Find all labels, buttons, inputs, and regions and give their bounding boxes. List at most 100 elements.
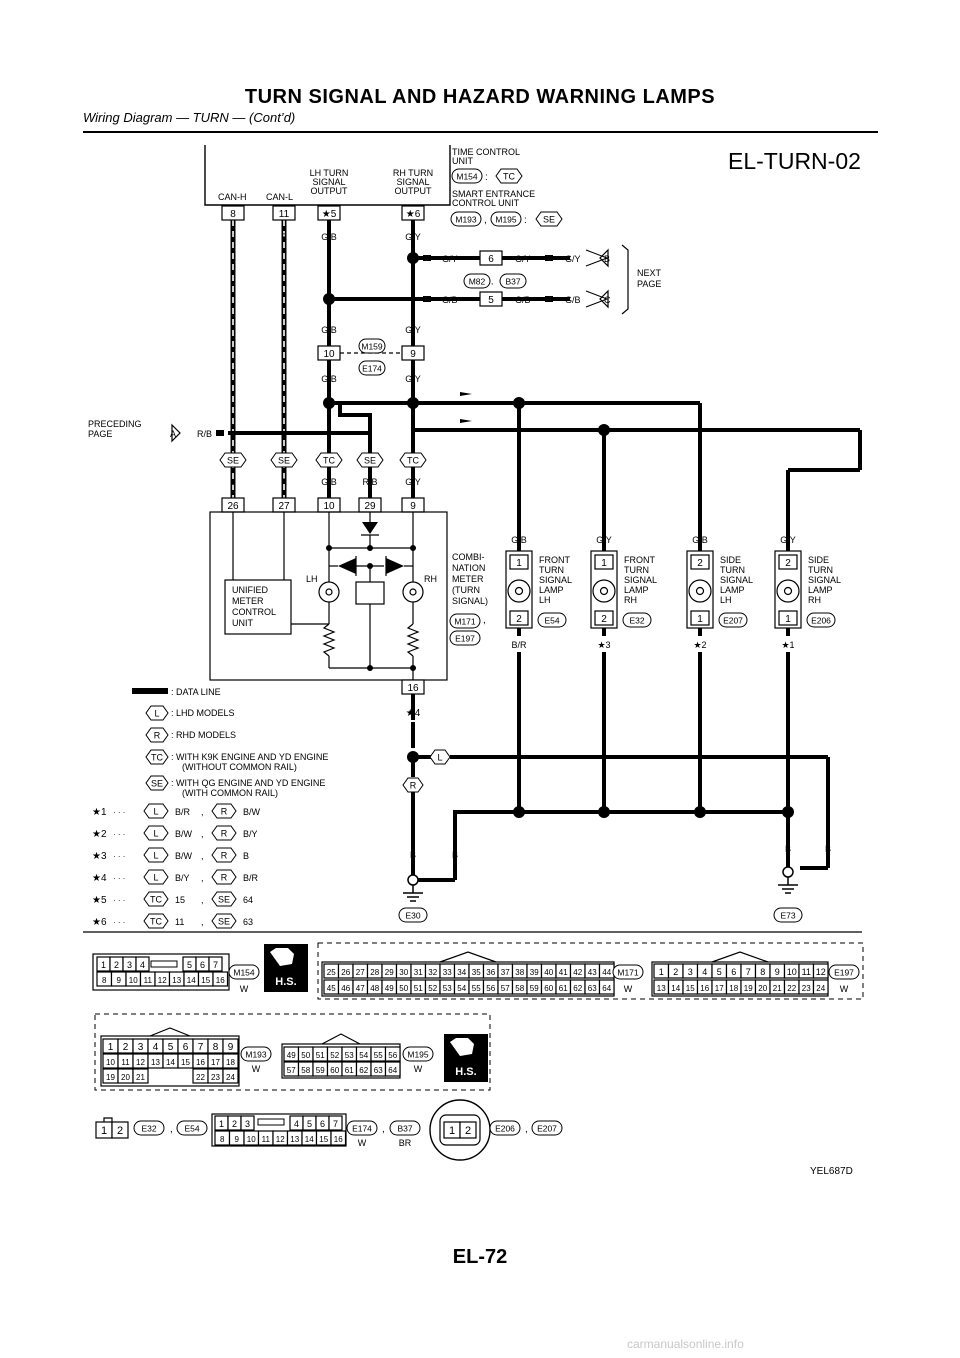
unit-pin-box (401, 205, 425, 221)
conn-cell-label: 23 (211, 1073, 220, 1082)
diagram-label: , (201, 829, 204, 839)
unit-pin-rh-label: OUTPUT (395, 186, 433, 196)
wire-color-label: G/B (692, 535, 708, 545)
conn-cell-label: 62 (359, 1066, 368, 1075)
connector-e174-id-label: E174 (362, 364, 382, 374)
star-note-tag-label: L (153, 807, 158, 817)
connector-b37-id (499, 273, 527, 289)
unit-pin-box (317, 205, 341, 221)
conn-cell-label: 9 (235, 1135, 240, 1144)
conn-cell (459, 1121, 477, 1139)
star-note-value: 15 (175, 895, 185, 905)
conn-cell-label: 51 (414, 984, 423, 993)
lamp-pin-box-label: 2 (601, 614, 607, 625)
meter-pin-box-label: 27 (278, 501, 290, 512)
lamp-name-label: TURN (624, 565, 649, 575)
lamp-pin-box (690, 610, 710, 626)
lh-indicator-bulb-icon (318, 581, 340, 603)
conn-cell-label: 42 (573, 968, 582, 977)
conn-cell-label: 43 (588, 968, 597, 977)
splice (513, 397, 525, 409)
connector-m193-code-label: M193 (245, 1050, 267, 1060)
lamp-connector-id-label: E206 (811, 616, 831, 626)
conn-cell-label: 46 (341, 984, 350, 993)
conn-cell-label: 2 (117, 1125, 123, 1137)
unit-pin-box (272, 205, 296, 221)
conn-cell-label: 16 (196, 1058, 205, 1067)
star-note-dots: · · · (113, 852, 125, 861)
conn-cell-label: 40 (544, 968, 553, 977)
conn-cell-label: 26 (341, 968, 350, 977)
conn-cell-label: 52 (330, 1051, 339, 1060)
preceding-arrow (171, 423, 181, 443)
harness-icon (450, 1038, 474, 1056)
connector-m193-id-label: M193 (455, 215, 477, 225)
connector-e197-face (651, 961, 829, 997)
splice-g-y (407, 252, 419, 264)
star-note-value: B/W (175, 829, 193, 839)
turn-lamp-bulb-icon (592, 579, 616, 603)
lamp-name-label: SIDE (808, 555, 829, 565)
star-note-tag-label: SE (218, 917, 230, 927)
star-note-tag (211, 913, 237, 929)
connector-color: W (252, 1064, 261, 1074)
conn-cell-label: 8 (220, 1135, 225, 1144)
preceding-a-label: A (170, 429, 176, 439)
star-note-value: B/Y (175, 873, 190, 883)
star-note-tag-label: R (221, 851, 228, 861)
unit-pin-box-label: ★6 (406, 209, 421, 220)
next-page-label: PAGE (637, 279, 661, 289)
connector-m193-id (450, 211, 482, 227)
splice-dot (513, 806, 525, 818)
conn-cell-label: 47 (356, 984, 365, 993)
connector-m159-id-label: M159 (361, 342, 383, 352)
conn-cell-label: 15 (319, 1135, 328, 1144)
conn-cell-label: 5 (168, 1042, 174, 1053)
connector-m159-id (358, 338, 386, 354)
wire-lines (83, 145, 862, 933)
star-note-tag-label: L (153, 873, 158, 883)
conn-cell-label: 10 (247, 1135, 256, 1144)
lamp-pin-box-label: 2 (516, 614, 522, 625)
conn-cell-label: 23 (802, 984, 811, 993)
page-subtitle: Wiring Diagram — TURN — (Cont’d) (83, 110, 296, 125)
conn-cell-label: 15 (181, 1058, 190, 1067)
lamp-name-label: LAMP (808, 585, 833, 595)
star-note-value: 11 (175, 917, 184, 927)
connector-m195-code-label: M195 (407, 1050, 429, 1060)
conn-cell-label: 54 (359, 1051, 368, 1060)
diagram-label: , (201, 807, 204, 817)
option-tag-tc (399, 452, 427, 468)
lamp-name-label: LH (720, 595, 732, 605)
connector-m195-id-label: M195 (495, 215, 517, 225)
legend-tag-r-label: R (154, 731, 161, 741)
conn-cell-label: 24 (816, 984, 825, 993)
harness-icon (270, 948, 294, 966)
conn-cell-label: 22 (787, 984, 796, 993)
connector-e206-code-label: E206 (495, 1124, 515, 1134)
connector-6-box (479, 250, 503, 266)
unit-pin-can-h-label: CAN-H (218, 192, 247, 202)
conn-cell (328, 1115, 343, 1131)
star-note-tag (211, 803, 237, 819)
star-note-tag (143, 869, 169, 885)
splice-dot (782, 806, 794, 818)
conn-cell-label: 36 (486, 968, 495, 977)
lamp-pin-box (778, 554, 798, 570)
lamp-pin-box-label: 1 (601, 558, 607, 569)
lamp-name-label: TURN (808, 565, 833, 575)
legend-tag-tc-label: TC (151, 753, 163, 763)
combination-meter-label: COMBI- (452, 552, 485, 562)
tab (545, 296, 553, 302)
next-c-shape (585, 290, 609, 308)
connector-m171-id (449, 613, 481, 629)
conn-cell (135, 956, 150, 972)
page-number: EL-72 (452, 1246, 508, 1268)
conn-cell-label: 8 (102, 976, 107, 985)
star-note-label: ★2 (92, 829, 107, 840)
conn-cell-label: 53 (345, 1051, 354, 1060)
connector-b37-code-label: B37 (397, 1124, 412, 1134)
hs-badge-label: H.S. (275, 976, 296, 988)
conn-cell-label: 22 (196, 1073, 205, 1082)
unit-pin-lh-label: OUTPUT (311, 186, 349, 196)
